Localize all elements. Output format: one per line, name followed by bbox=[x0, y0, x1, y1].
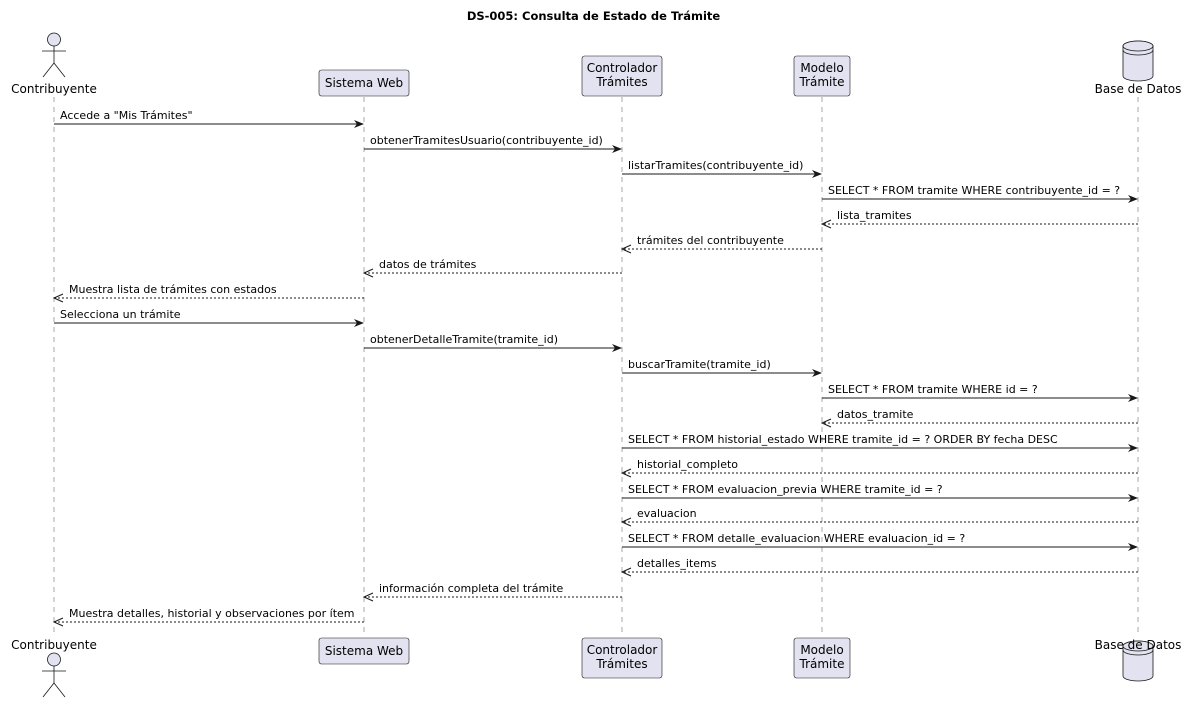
participant-box bbox=[318, 69, 410, 97]
participant-label: Base de Datos bbox=[1095, 82, 1182, 96]
arrowhead-icon bbox=[820, 418, 832, 428]
arrowhead-icon bbox=[1128, 394, 1138, 402]
arrowhead-icon bbox=[362, 268, 374, 278]
arrowhead-icon bbox=[620, 517, 632, 527]
message-label: Muestra detalles, historial y observacio… bbox=[69, 607, 355, 620]
participant-box bbox=[793, 637, 851, 679]
message-label: SELECT * FROM detalle_evaluacion WHERE e… bbox=[628, 532, 965, 545]
message-3: listarTramites(contribuyente_id) bbox=[622, 159, 822, 178]
participant-base_datos-top: Base de Datos bbox=[1095, 40, 1182, 96]
arrowhead-icon bbox=[1128, 444, 1138, 452]
arrowhead-icon bbox=[620, 567, 632, 577]
message-label: datos de trámites bbox=[379, 258, 477, 271]
message-17: evaluacion bbox=[620, 507, 1138, 527]
message-label: información completa del trámite bbox=[379, 582, 564, 595]
participant-sistema_web-top: Sistema Web bbox=[318, 69, 410, 97]
message-15: historial_completo bbox=[620, 458, 1138, 478]
message-13: datos_tramite bbox=[820, 408, 1138, 428]
message-label: historial_completo bbox=[637, 458, 738, 471]
message-4: SELECT * FROM tramite WHERE contribuyent… bbox=[822, 184, 1138, 203]
message-10: obtenerDetalleTramite(tramite_id) bbox=[364, 333, 622, 352]
message-1: Accede a "Mis Trámites" bbox=[54, 109, 364, 128]
message-19: detalles_items bbox=[620, 557, 1138, 577]
message-label: buscarTramite(tramite_id) bbox=[628, 358, 771, 371]
message-label: trámites del contribuyente bbox=[637, 234, 784, 247]
message-11: buscarTramite(tramite_id) bbox=[622, 358, 822, 377]
message-label: Accede a "Mis Trámites" bbox=[60, 109, 193, 122]
message-14: SELECT * FROM historial_estado WHERE tra… bbox=[622, 433, 1138, 452]
message-label: obtenerDetalleTramite(tramite_id) bbox=[370, 333, 558, 346]
arrowhead-icon bbox=[1128, 195, 1138, 203]
arrowhead-icon bbox=[354, 319, 364, 327]
database-icon bbox=[1122, 40, 1154, 82]
participant-box bbox=[581, 637, 663, 679]
message-label: SELECT * FROM historial_estado WHERE tra… bbox=[628, 433, 1058, 446]
arrowhead-icon bbox=[612, 145, 622, 153]
message-label: SELECT * FROM evaluacion_previa WHERE tr… bbox=[628, 483, 943, 496]
message-label: evaluacion bbox=[637, 507, 697, 520]
participant-sistema_web-bottom: Sistema Web bbox=[318, 637, 410, 665]
arrowhead-icon bbox=[812, 170, 822, 178]
arrowhead-icon bbox=[612, 344, 622, 352]
arrowhead-icon bbox=[354, 120, 364, 128]
message-18: SELECT * FROM detalle_evaluacion WHERE e… bbox=[622, 532, 1138, 551]
participant-base_datos-bottom: Base de Datos bbox=[1095, 638, 1182, 682]
message-label: listarTramites(contribuyente_id) bbox=[628, 159, 803, 172]
message-21: Muestra detalles, historial y observacio… bbox=[52, 607, 364, 627]
database-icon bbox=[1122, 640, 1154, 682]
message-8: Muestra lista de trámites con estados bbox=[52, 283, 364, 303]
message-label: SELECT * FROM tramite WHERE contribuyent… bbox=[828, 184, 1120, 197]
message-7: datos de trámites bbox=[362, 258, 622, 278]
participant-label: Contribuyente bbox=[11, 82, 97, 96]
participant-label: Sistema Web bbox=[325, 76, 403, 90]
arrowhead-icon bbox=[812, 369, 822, 377]
arrowhead-icon bbox=[52, 617, 64, 627]
participant-label: Trámite bbox=[799, 657, 845, 671]
actor-figure-icon bbox=[42, 32, 66, 78]
participant-contribuyente-bottom: Contribuyente bbox=[11, 638, 97, 698]
message-2: obtenerTramitesUsuario(contribuyente_id) bbox=[364, 134, 622, 153]
arrowhead-icon bbox=[362, 592, 374, 602]
participant-label: Trámites bbox=[595, 657, 647, 671]
arrowhead-icon bbox=[1128, 494, 1138, 502]
arrowhead-icon bbox=[620, 244, 632, 254]
arrowhead-icon bbox=[1128, 543, 1138, 551]
message-16: SELECT * FROM evaluacion_previa WHERE tr… bbox=[622, 483, 1138, 502]
message-label: lista_tramites bbox=[837, 209, 912, 222]
participant-label: Controlador bbox=[587, 643, 658, 657]
message-20: información completa del trámite bbox=[362, 582, 622, 602]
message-5: lista_tramites bbox=[820, 209, 1138, 229]
participant-label: Sistema Web bbox=[325, 644, 403, 658]
message-label: SELECT * FROM tramite WHERE id = ? bbox=[828, 383, 1038, 396]
participant-label: Controlador bbox=[587, 61, 658, 75]
actor-figure-icon bbox=[42, 652, 66, 698]
message-label: detalles_items bbox=[637, 557, 717, 570]
participant-label: Contribuyente bbox=[11, 638, 97, 652]
arrowhead-icon bbox=[620, 468, 632, 478]
participant-label: Trámites bbox=[595, 75, 647, 89]
message-12: SELECT * FROM tramite WHERE id = ? bbox=[822, 383, 1138, 402]
participant-label: Modelo bbox=[800, 61, 843, 75]
participant-box bbox=[581, 55, 663, 97]
message-6: trámites del contribuyente bbox=[620, 234, 822, 254]
message-label: Selecciona un trámite bbox=[60, 308, 181, 321]
participant-label: Base de Datos bbox=[1095, 638, 1182, 652]
participant-box bbox=[318, 637, 410, 665]
participant-label: Trámite bbox=[799, 75, 845, 89]
participant-label: Modelo bbox=[800, 643, 843, 657]
message-label: datos_tramite bbox=[837, 408, 914, 421]
diagram-title: DS-005: Consulta de Estado de Trámite bbox=[467, 9, 721, 23]
arrowhead-icon bbox=[820, 219, 832, 229]
participant-box bbox=[793, 55, 851, 97]
message-label: Muestra lista de trámites con estados bbox=[69, 283, 277, 296]
arrowhead-icon bbox=[52, 293, 64, 303]
message-label: obtenerTramitesUsuario(contribuyente_id) bbox=[370, 134, 603, 147]
message-9: Selecciona un trámite bbox=[54, 308, 364, 327]
participant-contribuyente-top: Contribuyente bbox=[11, 32, 97, 96]
